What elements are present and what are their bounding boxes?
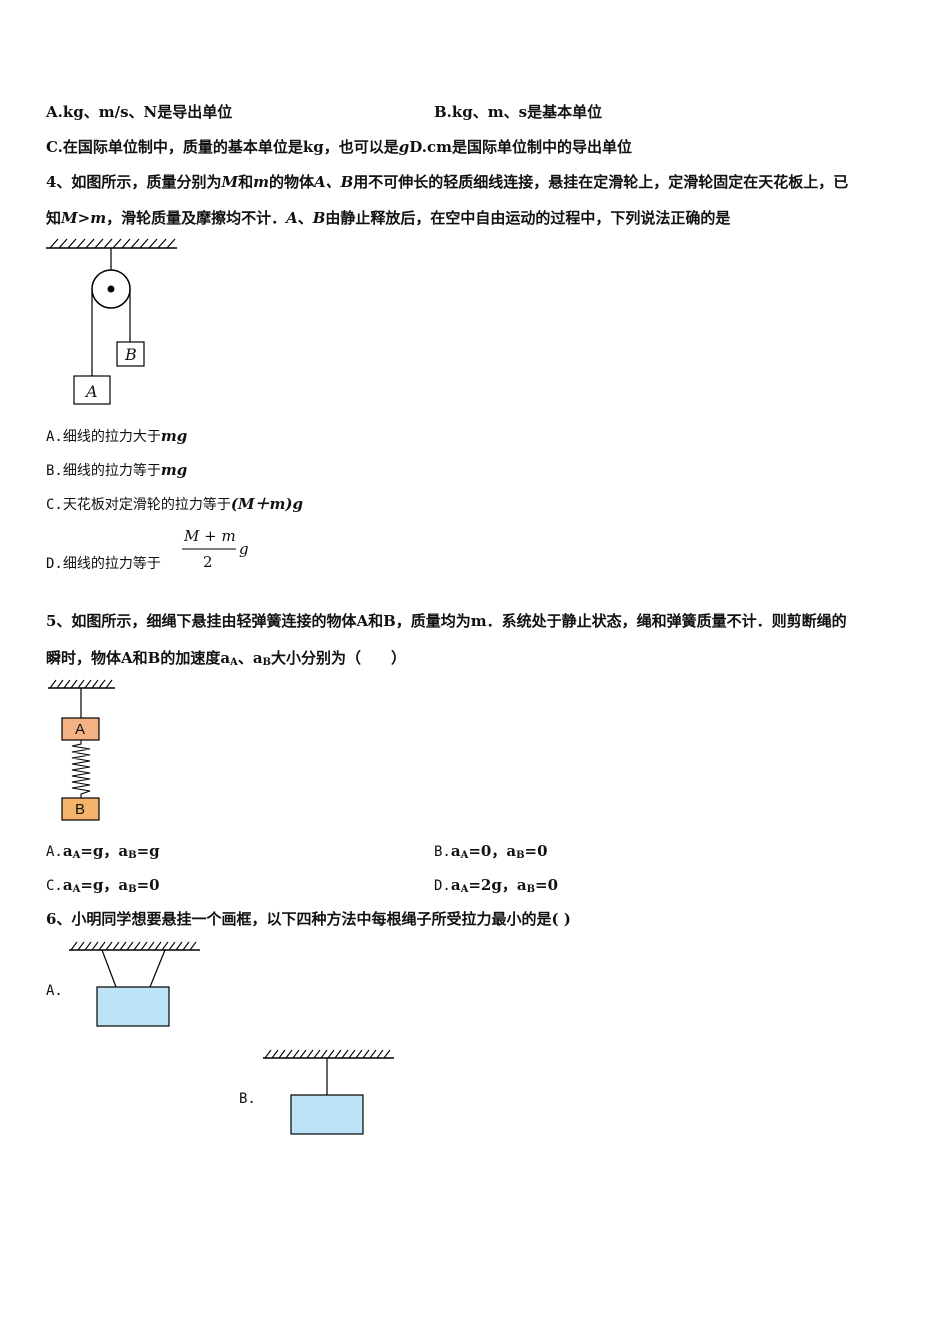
frame-b (290, 1094, 364, 1135)
q5-sub-a: A (460, 884, 469, 895)
q6-option-a-label: A. (46, 983, 63, 999)
box-b (61, 797, 100, 821)
q5-text: 瞬时，物体A和B的加速度a (46, 649, 231, 667)
q5-sub-b: B (128, 884, 137, 895)
q4-option-d: D.细线的拉力等于 (46, 553, 161, 574)
q3-option-c-g: g (398, 138, 410, 156)
q5-sub-a: A (230, 657, 238, 668)
q5-option-label: A. (46, 844, 63, 860)
q4-option-a: A.细线的拉力大于mg (46, 426, 187, 447)
q5-sub-b: B (516, 850, 525, 861)
q5-option-b-text: =0，a (468, 842, 517, 860)
q4-option-a-value: mg (160, 427, 188, 445)
q3-option-c-line: C.在国际单位制中，质量的基本单位是kg，也可以是gD.cm是国际单位制中的导出… (46, 137, 632, 157)
q5-a: a (450, 842, 461, 860)
q4-stem-line1: 4、如图所示，质量分别为M和m的物体A、B用不可伸长的轻质细线连接，悬挂在定滑轮… (46, 172, 848, 192)
box-b-label: B (75, 801, 86, 818)
spring (71, 740, 91, 798)
block-b (116, 341, 145, 367)
q5-text: 大小分别为（ ） (271, 649, 407, 667)
q4-option-d-text: D.细线的拉力等于 (46, 556, 161, 572)
block-a (73, 375, 111, 405)
q5-option-a-text: =g，a (80, 842, 129, 860)
q5-option-c-text: =g，a (80, 876, 129, 894)
q4-text: 由静止释放后，在空中自由运动的过程中，下列说法正确的是 (325, 209, 731, 227)
q4-condition: M>m (61, 209, 107, 227)
q5-sub-a: A (72, 884, 81, 895)
q5-option-a-end: =g (136, 842, 160, 860)
q4-var-m: m (253, 173, 269, 191)
q5-option-b: B.aA=0，aB=0 (434, 841, 548, 866)
q5-option-c: C.aA=g，aB=0 (46, 875, 160, 900)
q4-var-M: M (221, 173, 239, 191)
q5-a: a (62, 876, 73, 894)
q5-stem-line2: 瞬时，物体A和B的加速度aA、aB大小分别为（ ） (46, 648, 406, 673)
q4-option-c-text: C.天花板对定滑轮的拉力等于 (46, 497, 231, 513)
q4-option-b-value: mg (160, 461, 188, 479)
q4-text: 知 (46, 209, 62, 227)
q3-option-c: C.在国际单位制中，质量的基本单位是kg，也可以是 (46, 138, 399, 156)
q4-text: 和 (238, 173, 254, 191)
q6-option-b-label: B. (239, 1091, 256, 1107)
fraction-g: g (239, 540, 249, 558)
q5-option-label: B. (434, 844, 451, 860)
q4-text: 、 (297, 209, 313, 227)
block-a-label: A (86, 382, 98, 401)
q4-option-a-text: A.细线的拉力大于 (46, 429, 161, 445)
q5-option-c-end: =0 (136, 876, 160, 894)
q4-option-b: B.细线的拉力等于mg (46, 460, 187, 481)
q6-stem: 6、小明同学想要悬挂一个画框，以下四种方法中每根绳子所受拉力最小的是( ) (46, 910, 571, 928)
frame-a (96, 986, 170, 1027)
q5-sub-b: B (128, 850, 137, 861)
q3-option-d: D.cm是国际单位制中的导出单位 (409, 138, 632, 156)
q5-option-d-text: =2g，a (468, 876, 527, 894)
q4-var-A: A (286, 209, 298, 227)
q5-a: a (450, 876, 461, 894)
q5-text: 、a (237, 649, 263, 667)
q4-stem-line2: 知M>m，滑轮质量及摩擦均不计．A、B由静止释放后，在空中自由运动的过程中，下列… (46, 208, 730, 228)
q4-text: 用不可伸长的轻质细线连接，悬挂在定滑轮上，定滑轮固定在天花板上，已 (353, 173, 849, 191)
q5-sub-a: A (460, 850, 469, 861)
q4-text: 4、如图所示，质量分别为 (46, 173, 222, 191)
q5-option-d-end: =0 (535, 876, 559, 894)
q5-sub-b: B (526, 884, 536, 895)
q4-var-B: B (312, 209, 326, 227)
q5-option-a: A.aA=g，aB=g (46, 841, 160, 866)
q5-a: a (62, 842, 73, 860)
q5-option-label: D. (434, 878, 451, 894)
q4-text: ，滑轮质量及摩擦均不计． (106, 209, 287, 227)
q4-text: 的物体 (268, 173, 314, 191)
q5-option-b-end: =0 (524, 842, 548, 860)
q4-option-c: C.天花板对定滑轮的拉力等于(M＋m)g (46, 494, 303, 515)
fraction-denominator: 2 (203, 553, 213, 571)
q5-option-label: C. (46, 878, 63, 894)
q4-var-AB: A、B (313, 173, 354, 191)
q5-option-d: D.aA=2g，aB=0 (434, 875, 558, 900)
q5-stem-line1: 5、如图所示，细绳下悬挂由轻弹簧连接的物体A和B，质量均为m．系统处于静止状态，… (46, 612, 847, 630)
box-a-label: A (75, 721, 86, 738)
fraction-numerator: M + m (184, 527, 236, 545)
q4-option-b-text: B.细线的拉力等于 (46, 463, 161, 479)
q3-option-a: A.kg、m/s、N是导出单位 (46, 103, 233, 121)
q3-option-b: B.kg、m、s是基本单位 (434, 103, 603, 121)
q5-sub-a: A (72, 850, 81, 861)
block-b-label: B (125, 345, 137, 364)
q5-sub-b: B (262, 657, 271, 668)
q4-option-c-value: (M＋m)g (230, 495, 304, 513)
